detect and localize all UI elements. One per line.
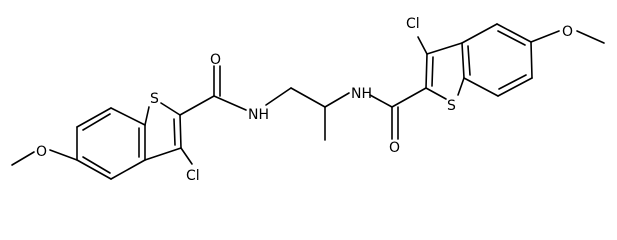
double-bond-inner (498, 74, 527, 90)
bond (179, 95, 215, 116)
bond (426, 42, 463, 55)
bond (324, 92, 350, 108)
bond (265, 87, 292, 106)
bond (213, 95, 247, 111)
bond (463, 77, 499, 97)
bond (461, 42, 465, 79)
bond (391, 87, 427, 108)
bond (11, 151, 35, 166)
molecule-drawing: S O NH Cl O Cl O NH O S (11, 16, 605, 184)
sulfur-atom-left: S (150, 91, 159, 107)
chlorine-atom-left: Cl (186, 168, 200, 184)
bond (110, 107, 146, 126)
oxygen-atom-amide-left: O (210, 52, 221, 68)
bond (530, 30, 560, 43)
right-benzothiophene (369, 23, 605, 140)
sulfur-atom-right: S (447, 98, 456, 114)
nh-amide-right: NH (351, 86, 372, 102)
propane-diamine-linker (265, 87, 350, 141)
bond (76, 107, 112, 128)
bond (180, 147, 193, 165)
oxygen-atom-methoxy-right: O (562, 24, 573, 40)
bond (144, 106, 150, 126)
double-bond-inner (82, 156, 111, 174)
double-bond-inner (173, 118, 176, 146)
bond (497, 77, 533, 97)
bond (425, 53, 428, 89)
bond (369, 94, 393, 108)
bond (425, 87, 447, 100)
double-bond-inner (82, 113, 111, 131)
bond (144, 147, 182, 161)
bond (179, 114, 182, 149)
bond (496, 23, 532, 43)
nh-amide-left: NH (248, 107, 269, 123)
bond (76, 159, 112, 180)
oxygen-atom-amide-right: O (389, 140, 400, 156)
double-bond-inner (497, 30, 526, 46)
double-bond-inner (467, 45, 471, 76)
left-benzothiophene (11, 65, 247, 180)
chemical-structure-canvas: S O NH Cl O Cl O NH O S (11, 16, 605, 184)
bond (290, 87, 326, 108)
bond (576, 30, 605, 44)
chlorine-atom-right: Cl (406, 16, 420, 32)
bond (110, 159, 146, 180)
bond (530, 41, 533, 79)
bond (160, 102, 181, 116)
bond (49, 149, 78, 161)
bond (457, 77, 465, 96)
bond (417, 36, 428, 55)
bond (461, 23, 498, 44)
double-bond-inner (431, 56, 434, 87)
oxygen-atom-methoxy-left: O (36, 144, 47, 160)
